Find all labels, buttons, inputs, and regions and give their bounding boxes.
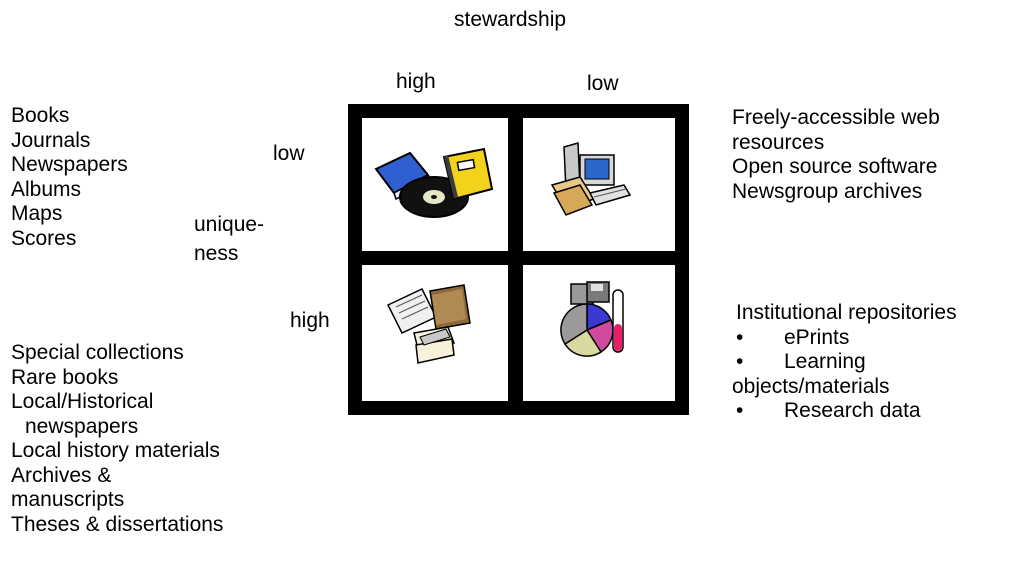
uniqueness-axis-title-line1: unique- — [194, 213, 265, 236]
list-item: Scores — [11, 226, 77, 250]
bullet-item: • Research data — [736, 399, 957, 424]
list-item: Rare books — [11, 365, 119, 389]
computer-and-papers-icon — [550, 142, 632, 216]
list-item: Local history materials — [11, 439, 220, 462]
documents-and-books-icon — [386, 284, 471, 364]
list-item: Special collections — [11, 341, 184, 364]
row-label-low: low — [273, 142, 305, 165]
column-label-high: high — [396, 70, 436, 93]
bullet-text: ePrints — [784, 325, 850, 349]
bullet-item: • Learning — [736, 350, 957, 375]
list-item: Albums — [11, 177, 82, 201]
list-item: Archives & — [11, 463, 112, 487]
bottom-left-item-list: Special collections Rare books Local/His… — [11, 341, 223, 537]
books-and-record-icon — [374, 147, 494, 218]
bullet-marker: • — [736, 325, 744, 349]
bottom-right-item-list: Institutional repositories • ePrints • Lea… — [732, 301, 957, 424]
row-label-high: high — [290, 309, 330, 332]
list-item: Journals — [11, 128, 91, 152]
list-item: resources — [732, 130, 825, 154]
list-item: Theses & dissertations — [11, 512, 224, 536]
list-item: Newspapers — [11, 153, 128, 176]
uniqueness-axis-title-line2: ness — [194, 242, 239, 265]
list-item: newspapers — [25, 414, 139, 438]
list-item: Newsgroup archives — [732, 179, 923, 203]
list-item: Local/Historical — [11, 390, 154, 413]
stewardship-axis-title: stewardship — [454, 8, 567, 31]
bullet-marker: • — [736, 399, 744, 422]
list-item: Maps — [11, 202, 63, 225]
list-item: Open source software — [732, 155, 938, 178]
column-label-low: low — [587, 72, 619, 95]
list-item: Freely-accessible web — [732, 106, 940, 129]
bullet-marker: • — [736, 350, 744, 373]
bullet-continuation: objects/materials — [732, 374, 890, 398]
list-heading: Institutional repositories — [736, 301, 957, 324]
list-item: manuscripts — [11, 488, 125, 511]
bullet-item: • ePrints — [736, 326, 957, 351]
bullet-text: Research data — [784, 399, 921, 422]
bullet-text: Learning — [784, 350, 866, 373]
top-right-item-list: Freely-accessible web resources Open sou… — [732, 106, 940, 204]
data-chart-and-test-tube-icon — [560, 281, 624, 357]
list-item: Books — [11, 104, 70, 127]
top-left-item-list: Books Journals Newspapers Albums Maps Sc… — [11, 104, 128, 251]
